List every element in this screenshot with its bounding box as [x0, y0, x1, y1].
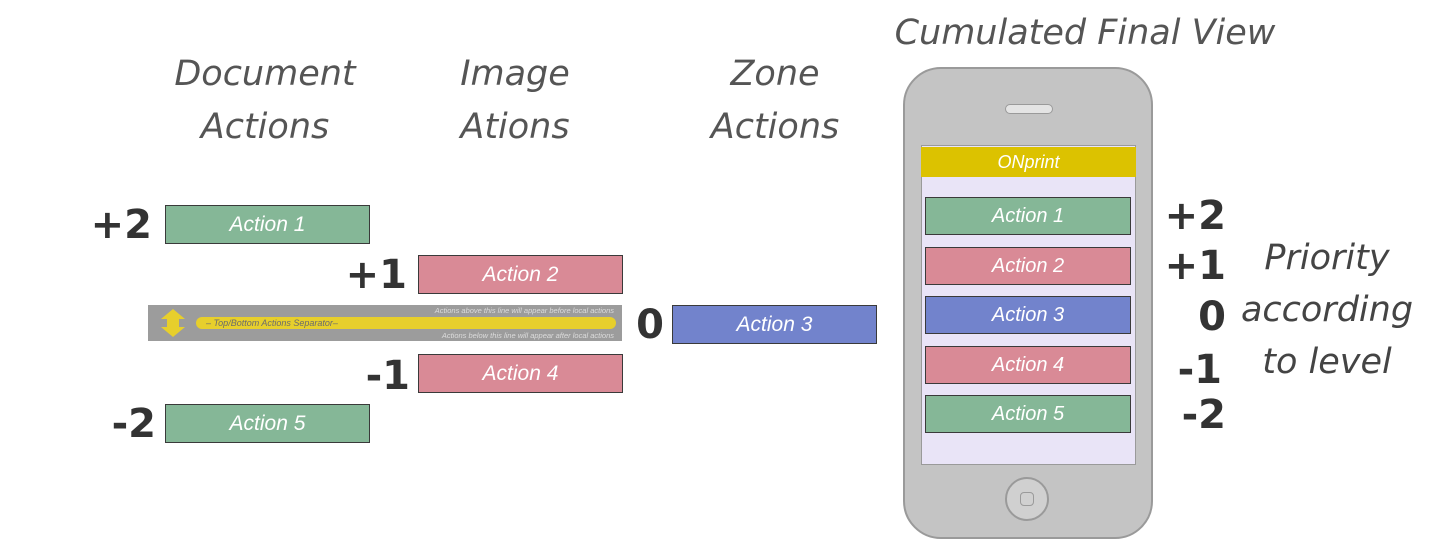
- document-actions-heading: Document Actions: [160, 48, 370, 154]
- priority-line: Priority: [1264, 238, 1390, 278]
- phone-action-5: Action 5: [925, 395, 1131, 433]
- phone-action-1: Action 1: [925, 197, 1131, 235]
- heading-line: Image: [460, 54, 570, 94]
- right-level-minus1: -1: [1177, 347, 1222, 393]
- separator-note-below: Actions below this line will appear afte…: [441, 331, 614, 340]
- heading-line: Actions: [710, 107, 840, 147]
- action-1-box: Action 1: [165, 205, 370, 244]
- priority-line: to level: [1262, 342, 1392, 382]
- home-button-icon: [1005, 477, 1049, 521]
- action-4-box: Action 4: [418, 354, 623, 393]
- phone-action-3: Action 3: [925, 296, 1131, 334]
- right-level-minus2: -2: [1181, 392, 1226, 438]
- level-label-plus1: +1: [345, 252, 407, 298]
- level-label-minus1: -1: [365, 353, 410, 399]
- phone-action-4: Action 4: [925, 346, 1131, 384]
- heading-line: Ations: [460, 107, 570, 147]
- action-5-box: Action 5: [165, 404, 370, 443]
- right-level-zero: 0: [1198, 294, 1226, 340]
- phone-action-2: Action 2: [925, 247, 1131, 285]
- separator-bar: – Top/Bottom Actions Separator–: [196, 317, 616, 329]
- zone-actions-heading: Zone Actions: [680, 48, 870, 154]
- level-label-plus2: +2: [90, 202, 152, 248]
- double-arrow-icon: [161, 309, 185, 337]
- heading-line: Actions: [200, 107, 330, 147]
- image-actions-heading: Image Ations: [420, 48, 610, 154]
- top-bottom-separator: Actions above this line will appear befo…: [148, 305, 622, 341]
- heading-line: Zone: [730, 54, 820, 94]
- final-view-heading: Cumulated Final View: [894, 13, 1276, 53]
- level-label-minus2: -2: [111, 401, 156, 447]
- priority-line: according: [1240, 290, 1414, 330]
- heading-line: Document: [174, 54, 356, 94]
- action-2-box: Action 2: [418, 255, 623, 294]
- priority-note: Priority according to level: [1232, 232, 1422, 388]
- onprint-header: ONprint: [921, 147, 1136, 177]
- right-level-plus1: +1: [1164, 243, 1226, 289]
- right-level-plus2: +2: [1164, 193, 1226, 239]
- level-label-zero: 0: [636, 302, 664, 348]
- home-square-icon: [1020, 492, 1034, 506]
- phone-speaker: [1005, 104, 1053, 114]
- separator-note-above: Actions above this line will appear befo…: [434, 306, 614, 315]
- action-3-box: Action 3: [672, 305, 877, 344]
